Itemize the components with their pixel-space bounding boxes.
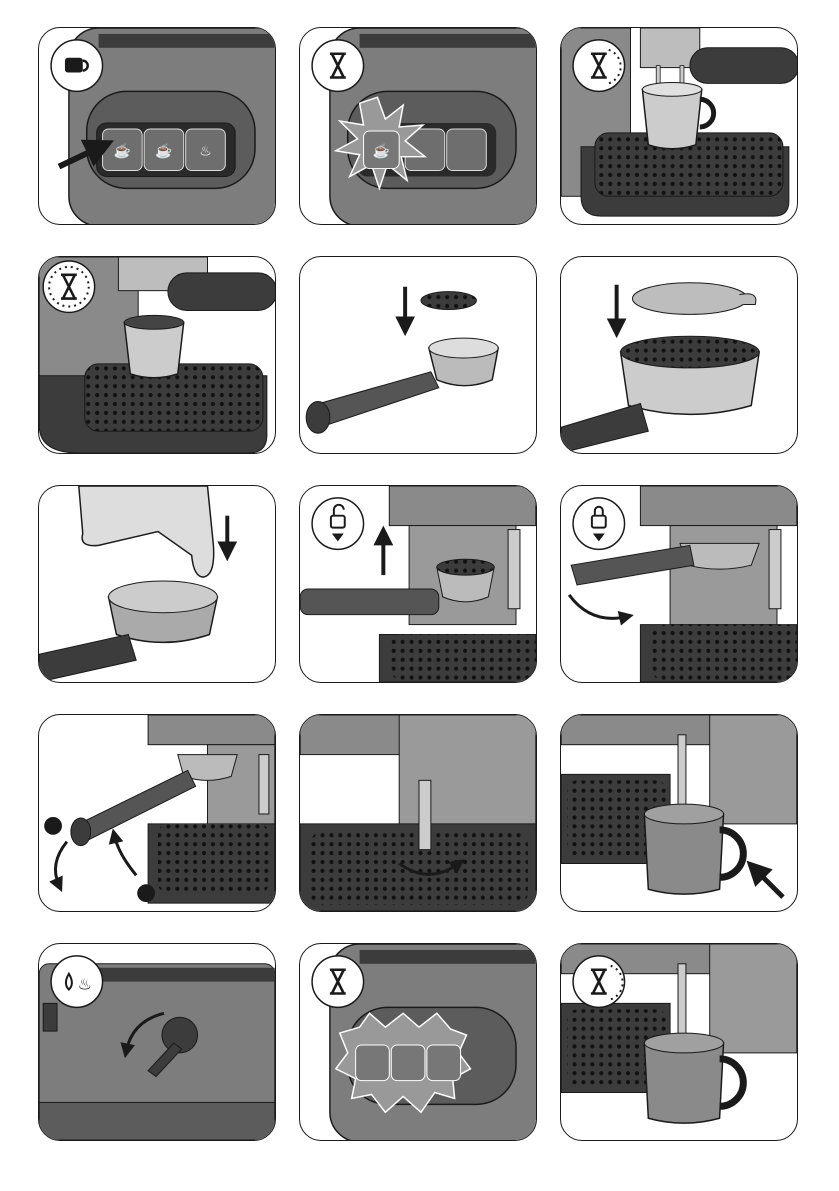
- curved-arrow-icon: [55, 842, 66, 886]
- dot-icon: [44, 817, 62, 835]
- panel-brewing-complete: [38, 256, 276, 454]
- curved-arrow-icon: [569, 595, 626, 618]
- panel-brewing-into-cup: [560, 27, 798, 225]
- dot-icon: [137, 884, 155, 902]
- panel-steam-dispensing: [560, 943, 798, 1141]
- panel-press-pod: [38, 485, 276, 683]
- panel-position-milk-jug: [560, 714, 798, 912]
- steam-icon: ♨: [78, 977, 92, 994]
- panel-single-cup-flashing: ☕: [299, 27, 537, 225]
- panel-all-lights-flashing: [299, 943, 537, 1141]
- panel-insert-filter: [299, 256, 537, 454]
- svg-text:☕: ☕: [114, 143, 131, 160]
- panel-rotate-lock: [560, 485, 798, 683]
- panel-insert-pod-adapter: [560, 256, 798, 454]
- panel-turn-steam-knob: ♨: [38, 943, 276, 1141]
- panel-remove-portafilter: [38, 714, 276, 912]
- panel-swing-steam-wand: [299, 714, 537, 912]
- svg-text:☕: ☕: [155, 143, 172, 160]
- panel-illustration: ☕ ☕ ♨: [39, 28, 275, 224]
- panel-insert-portafilter: [299, 485, 537, 683]
- panel-select-single-cup: ☕ ☕ ♨: [38, 27, 276, 225]
- svg-text:♨: ♨: [199, 143, 211, 159]
- svg-text:☕: ☕: [373, 143, 390, 160]
- diagonal-arrow-icon: [755, 869, 783, 897]
- curved-arrow-icon: [114, 836, 136, 876]
